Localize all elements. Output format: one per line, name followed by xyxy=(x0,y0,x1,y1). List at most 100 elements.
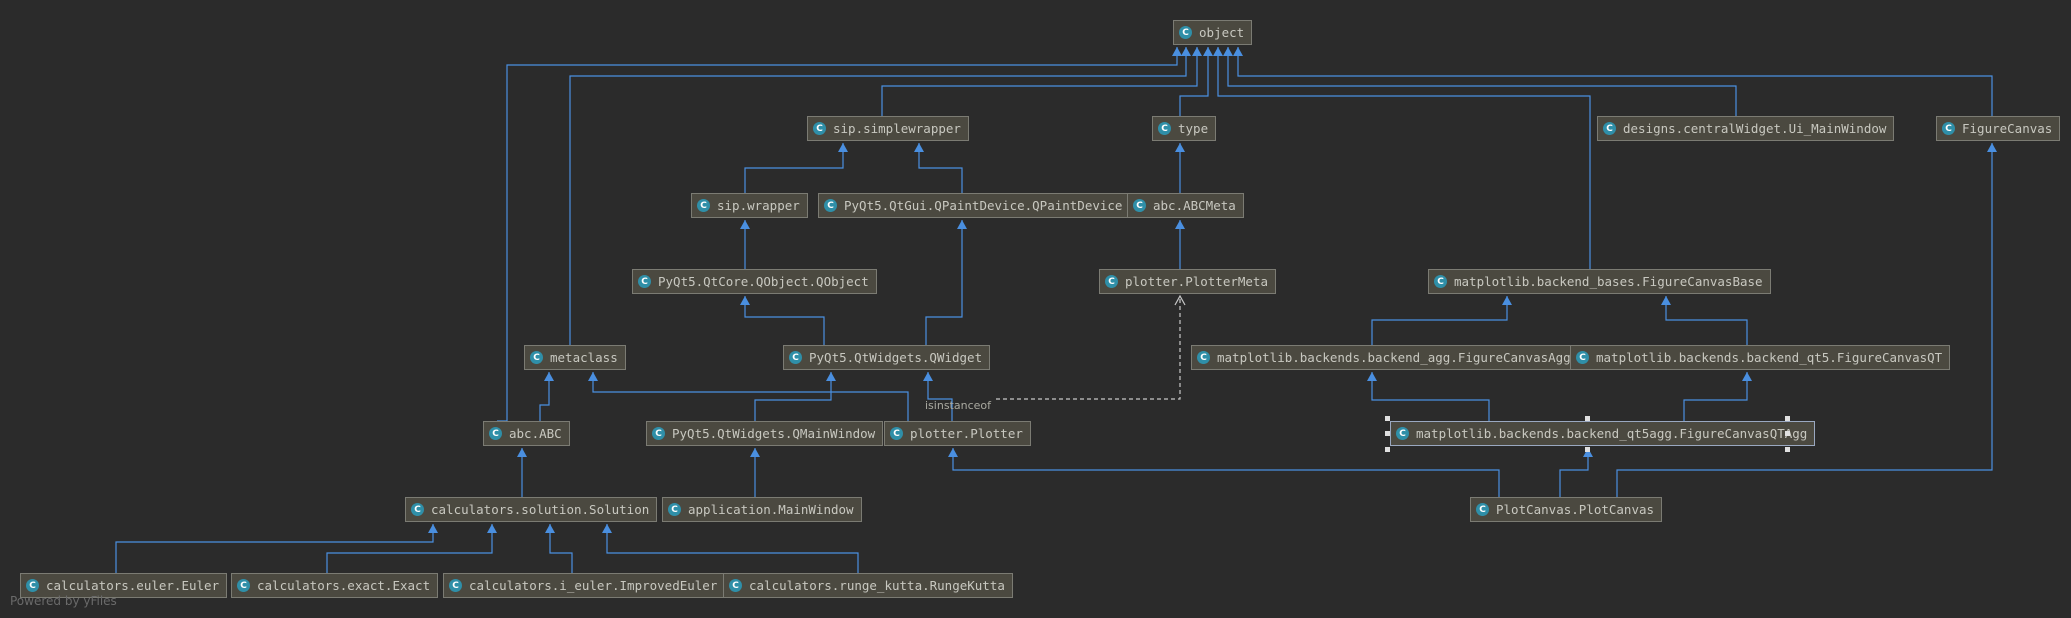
selection-handle-bottom-left[interactable] xyxy=(1385,447,1390,452)
edge-abc-to-metaclass[interactable] xyxy=(539,372,550,421)
edge-qmainwindow-to-qwidget[interactable] xyxy=(754,372,832,421)
class-label: PyQt5.QtGui.QPaintDevice.QPaintDevice xyxy=(844,198,1123,213)
class-label: designs.centralWidget.Ui_MainWindow xyxy=(1623,121,1887,136)
selection-handle-bottom-right[interactable] xyxy=(1785,447,1790,452)
class-icon: C xyxy=(411,503,424,516)
edge-plotcanvas-to-qtagg[interactable] xyxy=(1559,448,1589,497)
edge-exact-to-solution[interactable] xyxy=(326,524,493,573)
edge-type-to-object[interactable] xyxy=(1179,47,1209,116)
class-icon: C xyxy=(789,351,802,364)
class-label: matplotlib.backend_bases.FigureCanvasBas… xyxy=(1454,274,1763,289)
class-label: PlotCanvas.PlotCanvas xyxy=(1496,502,1655,517)
edge-qwidget-to-qpaintdevice-arrowhead xyxy=(957,220,967,229)
class-label: application.MainWindow xyxy=(688,502,854,517)
edge-figurecanvas-to-object[interactable] xyxy=(1237,47,1993,116)
edge-plotter-to-metaclass[interactable] xyxy=(592,372,909,421)
edge-qtagg-to-fcqt[interactable] xyxy=(1683,372,1748,421)
class-label: FigureCanvas xyxy=(1962,121,2053,136)
edge-fcqt-to-fcbase[interactable] xyxy=(1665,296,1748,345)
selection-handle-top-right[interactable] xyxy=(1785,416,1790,421)
edge-improvedeuler-to-solution[interactable] xyxy=(549,524,573,573)
selection-handle-mid-right[interactable] xyxy=(1785,431,1790,436)
edge-plotcanvas-to-plotter[interactable] xyxy=(952,448,1500,497)
class-label: sip.simplewrapper xyxy=(833,121,961,136)
edge-rungekutta-to-solution[interactable] xyxy=(606,524,859,573)
edge-exact-to-solution-arrowhead xyxy=(487,524,497,533)
edge-fcqt-to-fcbase-arrowhead xyxy=(1661,296,1671,305)
edge-plotcanvas-to-figurecanvas[interactable] xyxy=(1616,143,1993,497)
class-node-qobject[interactable]: C PyQt5.QtCore.QObject.QObject xyxy=(632,269,877,294)
edge-qwidget-to-qobject[interactable] xyxy=(744,296,825,345)
edge-qmainwindow-to-qwidget-arrowhead xyxy=(826,372,836,381)
edge-euler-to-solution[interactable] xyxy=(115,524,434,573)
class-icon: C xyxy=(26,579,39,592)
class-label: abc.ABCMeta xyxy=(1153,198,1236,213)
selection-handle-mid-left[interactable] xyxy=(1385,431,1390,436)
edge-euler-to-solution-arrowhead xyxy=(428,524,438,533)
edge-plotter-to-qwidget-arrowhead xyxy=(923,372,933,381)
class-node-qpaintdevice[interactable]: C PyQt5.QtGui.QPaintDevice.QPaintDevice xyxy=(818,193,1131,218)
edge-plotcanvas-to-figurecanvas-arrowhead xyxy=(1987,143,1997,152)
edge-qpaintdevice-to-simplewrapper-arrowhead xyxy=(914,143,924,152)
edge-wrapper-to-simplewrapper[interactable] xyxy=(744,143,844,193)
edge-qpaintdevice-to-simplewrapper[interactable] xyxy=(918,143,963,193)
class-icon: C xyxy=(1197,351,1210,364)
edge-ui-to-object-arrowhead xyxy=(1223,47,1233,56)
class-icon: C xyxy=(638,275,651,288)
selection-handle-bottom-mid[interactable] xyxy=(1585,447,1590,452)
class-icon: C xyxy=(1434,275,1447,288)
edge-fcbase-to-object[interactable] xyxy=(1217,47,1591,269)
class-icon: C xyxy=(530,351,543,364)
edge-metaclass-to-object[interactable] xyxy=(569,47,1187,345)
class-icon: C xyxy=(813,122,826,135)
edge-qwidget-to-qpaintdevice[interactable] xyxy=(925,220,963,345)
class-label: PyQt5.QtCore.QObject.QObject xyxy=(658,274,869,289)
edge-mainwindow-to-qmainwindow-arrowhead xyxy=(750,448,760,457)
class-label: plotter.PlotterMeta xyxy=(1125,274,1268,289)
selection-handle-top-mid[interactable] xyxy=(1585,416,1590,421)
class-label: PyQt5.QtWidgets.QWidget xyxy=(809,350,983,365)
edge-plotter-isinstanceof-plottermeta[interactable] xyxy=(996,296,1181,400)
class-label: matplotlib.backends.backend_agg.FigureCa… xyxy=(1217,350,1571,365)
edge-plotter-to-qwidget[interactable] xyxy=(927,372,953,421)
class-label: abc.ABC xyxy=(509,426,562,441)
edge-type-to-object-arrowhead xyxy=(1203,47,1213,56)
class-node-qwidget[interactable]: C PyQt5.QtWidgets.QWidget xyxy=(783,345,991,370)
edge-plotter-isinstanceof-plottermeta-arrowhead xyxy=(1174,294,1186,306)
class-label: calculators.euler.Euler xyxy=(46,578,220,593)
edge-simplewrapper-to-object[interactable] xyxy=(881,47,1198,116)
edge-plotcanvas-to-plotter-arrowhead xyxy=(948,448,958,457)
edge-ui-to-object[interactable] xyxy=(1227,47,1737,116)
edge-qtagg-to-fcagg[interactable] xyxy=(1371,372,1490,421)
class-icon: C xyxy=(824,199,837,212)
class-label: type xyxy=(1178,121,1209,136)
class-icon: C xyxy=(449,579,462,592)
edge-fcagg-to-fcbase[interactable] xyxy=(1371,296,1508,345)
selection-handle-top-left[interactable] xyxy=(1385,416,1390,421)
